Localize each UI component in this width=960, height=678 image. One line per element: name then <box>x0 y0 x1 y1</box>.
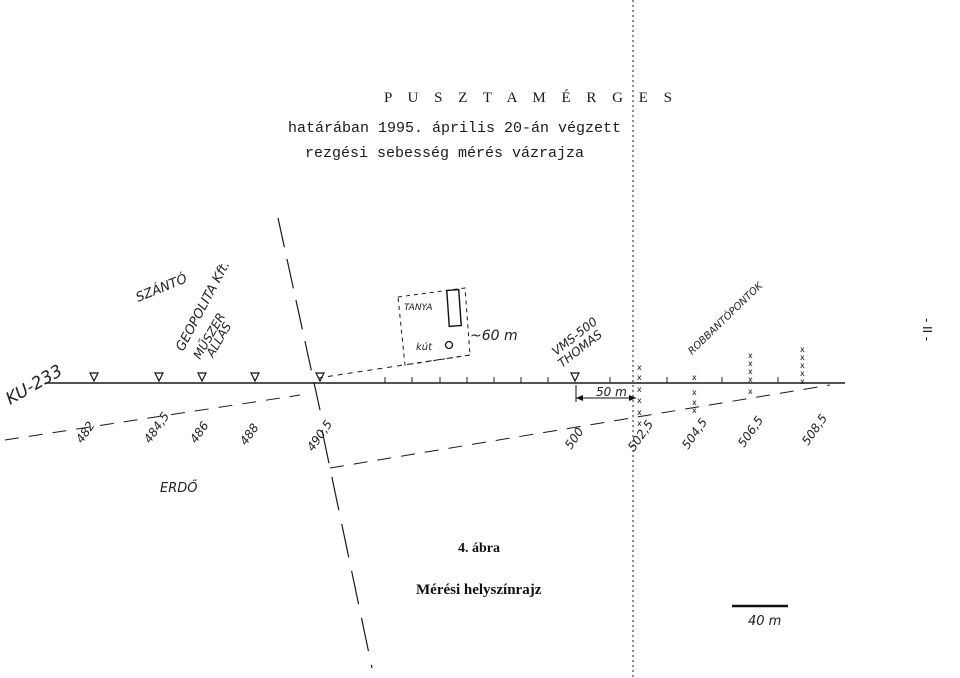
chainage-label: 490,5 <box>304 418 335 454</box>
station-markers <box>89 372 580 383</box>
chainage-label: 504,5 <box>679 416 710 452</box>
svg-text:x: x <box>748 367 753 376</box>
svg-text:x: x <box>748 351 753 360</box>
chainage-label: 500 <box>562 425 587 452</box>
chainage-label: 502,5 <box>625 418 656 454</box>
chainage-label: 508,5 <box>799 412 830 448</box>
vertical-road-upper <box>277 217 321 411</box>
chainage-label: 506,5 <box>735 414 766 450</box>
svg-text:x: x <box>748 387 753 396</box>
document-subtitle-line2: rezgési sebesség mérés vázrajza <box>305 145 585 162</box>
lower-dashed-line-right <box>329 384 831 469</box>
station-triangle <box>197 372 207 383</box>
vertical-road-lower <box>321 429 373 669</box>
station-triangle <box>570 372 580 383</box>
farm-building <box>446 288 462 328</box>
document-title: P U S Z T A M É R G E S <box>384 90 679 106</box>
chainage-label: 482 <box>73 419 98 446</box>
figure-caption: Mérési helyszínrajz <box>416 582 542 598</box>
svg-text:x: x <box>637 385 642 394</box>
distance-60-label: ~60 m <box>470 328 518 344</box>
svg-text:x: x <box>637 373 642 382</box>
chainage-label: 488 <box>237 421 262 448</box>
well-icon <box>444 340 454 350</box>
kut-label: kút <box>416 341 433 353</box>
document-subtitle-line1: határában 1995. április 20-án végzett <box>288 120 622 137</box>
figure-number: 4. ábra <box>458 541 500 556</box>
svg-text:x: x <box>692 388 697 397</box>
svg-text:x: x <box>692 398 697 407</box>
svg-text:x: x <box>800 345 805 354</box>
robbanto-label: ROBBANTÓPONTOK <box>685 278 766 357</box>
svg-text:x: x <box>637 396 642 405</box>
svg-text:x: x <box>637 363 642 372</box>
svg-text:x: x <box>800 361 805 370</box>
page-number: - II - <box>920 318 935 342</box>
lower-dashed-line-left <box>4 394 301 441</box>
svg-text:x: x <box>637 419 642 428</box>
szanto-label: SZÁNTÓ <box>134 271 190 306</box>
svg-text:x: x <box>800 369 805 378</box>
station-triangle <box>89 372 99 383</box>
baseline-ticks <box>384 377 779 383</box>
svg-text:x: x <box>748 359 753 368</box>
road-label: KU-233 <box>3 361 67 409</box>
svg-text:x: x <box>800 377 805 386</box>
svg-text:x: x <box>692 373 697 382</box>
farm-connector <box>317 354 471 379</box>
erdo-label: ERDŐ <box>160 480 198 496</box>
svg-text:x: x <box>800 353 805 362</box>
station-triangle <box>154 372 164 383</box>
svg-text:x: x <box>637 408 642 417</box>
tanya-label: TANYA <box>404 303 433 313</box>
station-triangle <box>250 372 260 383</box>
svg-text:x: x <box>692 406 697 415</box>
scale-label: 40 m <box>748 614 781 629</box>
svg-text:x: x <box>748 375 753 384</box>
chainage-label: 486 <box>187 419 212 446</box>
chainage-label: 484,5 <box>141 410 172 446</box>
distance-50-label: 50 m <box>596 385 627 399</box>
